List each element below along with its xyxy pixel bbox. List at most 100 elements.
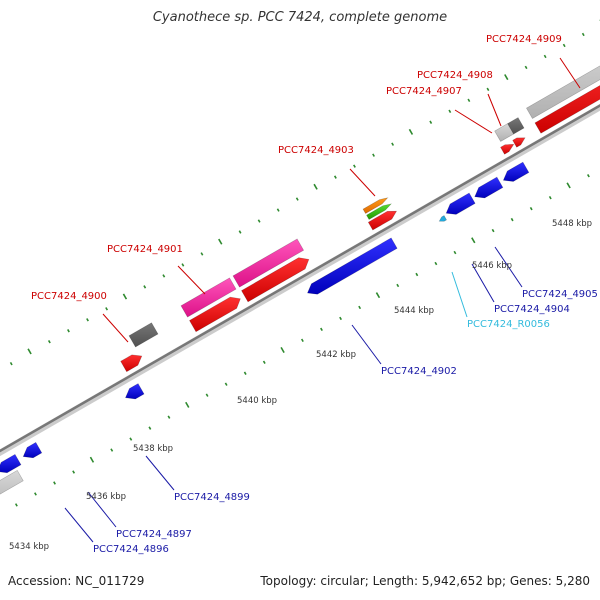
tick-dot: [143, 285, 147, 289]
scale-label: 5438 kbp: [133, 444, 173, 454]
tick-dot: [200, 252, 204, 256]
gene-label[interactable]: PCC7424_4903: [278, 145, 354, 156]
gene-labels: PCC7424_4909PCC7424_4908PCC7424_4907PCC7…: [31, 34, 598, 555]
tick-dot: [429, 120, 433, 124]
tick-dot: [276, 208, 280, 212]
scale-label: 5448 kbp: [552, 219, 592, 229]
tick-dot: [453, 250, 457, 255]
tick-dot: [320, 327, 323, 332]
tick-dot: [167, 415, 171, 419]
tick-dot: [415, 272, 419, 277]
tick-dot: [72, 470, 76, 474]
tick-dot: [110, 448, 114, 452]
gene-label[interactable]: PCC7424_4902: [381, 366, 457, 377]
tick-dot: [300, 338, 304, 343]
tick-dot: [86, 318, 89, 322]
tick-dot: [185, 401, 190, 408]
scale-label: 5436 kbp: [86, 492, 126, 502]
tick-dot: [396, 283, 400, 288]
gene-block-pink: [180, 277, 237, 318]
gene-block-pink: [232, 238, 305, 288]
gene-block-other: [507, 117, 525, 135]
gene-label[interactable]: PCC7424_4905: [522, 289, 598, 300]
tick-dot: [67, 329, 70, 333]
gene-label[interactable]: PCC7424_4896: [93, 544, 169, 555]
tick-dot: [257, 219, 261, 223]
tick-dot: [566, 182, 571, 189]
gene-block-forward: [120, 354, 143, 373]
tick-dot: [391, 142, 395, 146]
scale-label: 5440 kbp: [237, 396, 277, 406]
gene-block-other: [128, 322, 159, 348]
label-leader-line: [494, 246, 523, 288]
gene-label[interactable]: PCC7424_4904: [494, 304, 570, 315]
label-leader-line: [559, 57, 581, 89]
gene-label[interactable]: PCC7424_4909: [486, 34, 562, 45]
tick-dot: [34, 492, 37, 496]
tick-dot: [486, 87, 490, 92]
gene-block-green: [366, 203, 393, 220]
label-leader-line: [454, 109, 493, 134]
tick-dot: [548, 195, 552, 200]
tick-dot: [491, 228, 495, 233]
gene-block-forward: [512, 137, 526, 148]
gene-label[interactable]: PCC7424_4900: [31, 291, 107, 302]
tick-dots: [9, 19, 600, 507]
tick-dot: [448, 109, 452, 113]
label-leader-line: [487, 93, 502, 127]
backbone-line: [0, 104, 600, 453]
gene-block-reverse: [474, 176, 504, 199]
tick-dot: [224, 382, 228, 386]
gene-block-forward: [241, 257, 310, 303]
gene-block-other: [526, 65, 600, 119]
tick-dot: [581, 32, 585, 37]
scale-label: 5444 kbp: [394, 306, 434, 316]
tick-dot: [105, 307, 109, 311]
gene-block-forward: [500, 143, 515, 155]
tick-dot: [339, 316, 342, 321]
tick-dot: [218, 238, 223, 245]
gene-block-orange: [362, 197, 389, 214]
tick-dot: [313, 183, 318, 190]
label-leaders: [64, 57, 581, 543]
label-leader-line: [349, 168, 376, 197]
tick-dot: [262, 360, 266, 364]
tick-dot: [504, 74, 509, 81]
tick-dot: [14, 503, 18, 507]
gene-block-forward: [367, 210, 398, 231]
gene-block-reverse: [502, 161, 530, 182]
tick-dot: [434, 261, 438, 266]
label-leader-line: [87, 491, 117, 528]
gene-label[interactable]: PCC7424_4897: [116, 529, 192, 540]
tick-dot: [162, 274, 166, 278]
genome-summary: Topology: circular; Length: 5,942,652 bp…: [260, 574, 590, 588]
tick-dot: [129, 437, 133, 441]
tick-dot: [524, 65, 528, 70]
tick-dot: [122, 293, 128, 300]
gene-label[interactable]: PCC7424_4908: [417, 70, 493, 81]
gene-block-reverse: [22, 442, 43, 459]
tick-dot: [148, 426, 152, 430]
gene-label[interactable]: PCC7424_4901: [107, 244, 183, 255]
gene-label[interactable]: PCC7424_R0056: [467, 319, 550, 330]
tick-dot: [353, 164, 356, 168]
gene-block-reverse: [445, 192, 476, 215]
tick-dot: [510, 217, 514, 222]
gene-label[interactable]: PCC7424_4899: [174, 492, 250, 503]
tick-dot: [53, 481, 56, 485]
tick-dot: [89, 456, 95, 463]
gene-block-forward: [189, 296, 241, 333]
label-leader-line: [351, 324, 382, 365]
gene-block-other: [0, 469, 24, 495]
gene-label[interactable]: PCC7424_4907: [386, 86, 462, 97]
tick-dot: [529, 206, 533, 211]
label-leader-line: [451, 271, 468, 318]
scale-label: 5434 kbp: [9, 542, 49, 552]
tick-dot: [280, 347, 285, 354]
scale-label: 5446 kbp: [472, 261, 512, 271]
tick-dot: [372, 153, 375, 157]
tick-dot: [27, 348, 32, 355]
tick-dot: [562, 43, 566, 48]
